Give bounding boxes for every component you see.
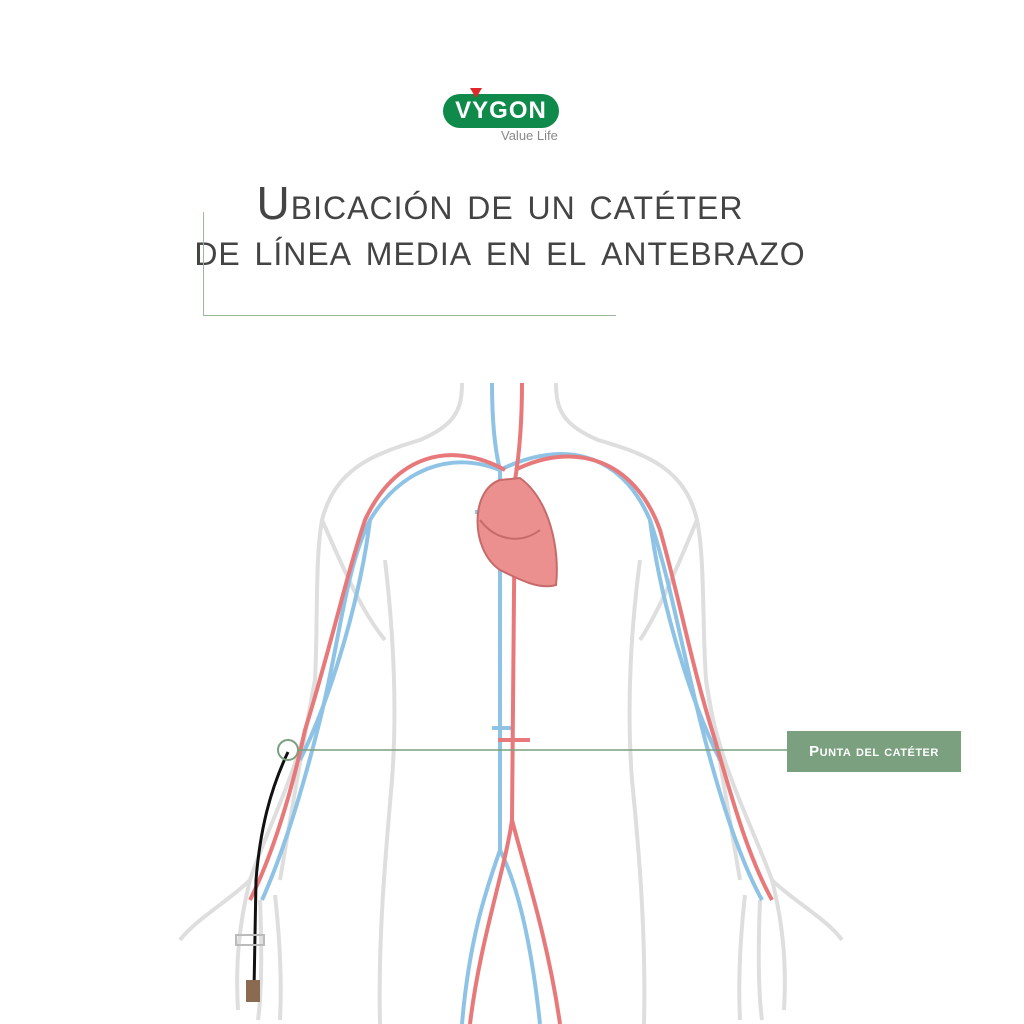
page-title-line2: de línea media en el antebrazo <box>194 223 806 275</box>
page-title-line1: Ubicación de un catéter <box>256 177 744 229</box>
heart-icon <box>476 476 558 588</box>
logo-tagline: Value Life <box>501 128 558 143</box>
catheter-tip-marker <box>277 739 299 761</box>
catheter <box>235 751 290 1002</box>
catheter-hub-icon <box>246 980 260 1002</box>
logo-triangle-icon <box>470 88 482 98</box>
title-bracket-vertical <box>203 212 204 316</box>
logo-wordmark: VYGON <box>443 94 559 128</box>
title-bracket-horizontal <box>203 315 616 316</box>
catheter-tip-label: Punta del catéter <box>787 731 961 772</box>
vygon-logo: VYGON Value Life <box>443 86 573 146</box>
arteries <box>248 382 774 1024</box>
catheter-securement-icon <box>235 934 265 946</box>
